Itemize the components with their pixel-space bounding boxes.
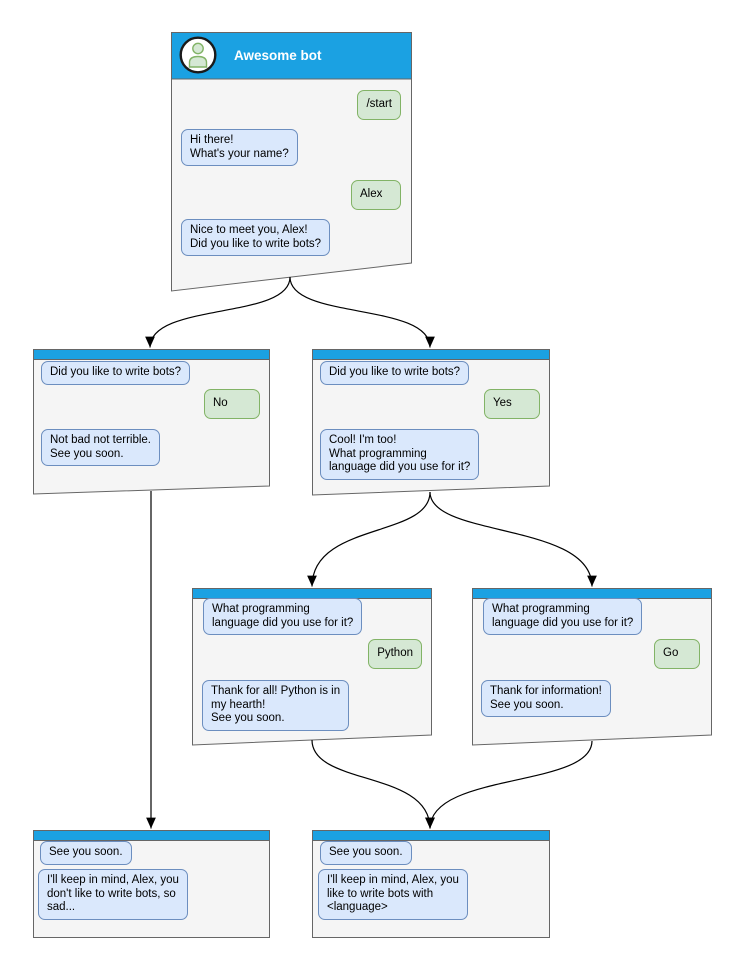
bot-message-bubble: See you soon. [320, 841, 412, 865]
bot-message-bubble: Did you like to write bots? [320, 361, 470, 385]
connector-python-to-end [311, 739, 435, 829]
chat-window-branch-python: What programming language did you use fo… [192, 588, 432, 746]
chat-window-root: Awesome bot /start Hi there! What's your… [171, 32, 412, 292]
user-message-bubble: No [204, 389, 260, 419]
user-message-bubble: Python [368, 639, 422, 669]
bot-message-bubble: What programming language did you use fo… [203, 598, 363, 635]
bot-message-bubble: I'll keep in mind, Alex, you don't like … [38, 869, 188, 920]
bot-message-bubble: Not bad not terrible. See you soon. [41, 429, 161, 466]
connector-yes-to-python [307, 491, 431, 587]
bot-message-bubble: Thank for all! Python is in my hearth! S… [202, 680, 350, 731]
bot-message-bubble: Hi there! What's your name? [181, 129, 298, 166]
user-message-bubble: Yes [484, 389, 540, 419]
bot-message-bubble: Thank for information! See you soon. [481, 680, 611, 717]
connector-yes-to-go [429, 491, 597, 587]
chat-window-end-no: See you soon. I'll keep in mind, Alex, y… [33, 830, 270, 938]
window-title: Awesome bot [234, 48, 322, 63]
bot-message-bubble: Did you like to write bots? [41, 361, 191, 385]
user-message-bubble: /start [357, 90, 401, 120]
bot-message-bubble: Nice to meet you, Alex! Did you like to … [181, 219, 331, 256]
user-message-bubble: Go [654, 639, 700, 669]
user-message-bubble: Alex [351, 180, 401, 210]
bot-message-bubble: What programming language did you use fo… [483, 598, 643, 635]
chat-window-branch-no: Did you like to write bots? No Not bad n… [33, 349, 270, 495]
connector-go-to-end [425, 740, 593, 829]
bot-message-bubble: I'll keep in mind, Alex, you like to wri… [318, 869, 468, 920]
bot-message-bubble: Cool! I'm too! What programming language… [320, 429, 480, 480]
chat-window-end-yes: See you soon. I'll keep in mind, Alex, y… [312, 830, 550, 938]
bot-message-bubble: See you soon. [40, 841, 132, 865]
chat-window-branch-go: What programming language did you use fo… [472, 588, 712, 746]
bot-avatar-icon [179, 36, 217, 74]
chat-window-branch-yes: Did you like to write bots? Yes Cool! I'… [312, 349, 550, 496]
